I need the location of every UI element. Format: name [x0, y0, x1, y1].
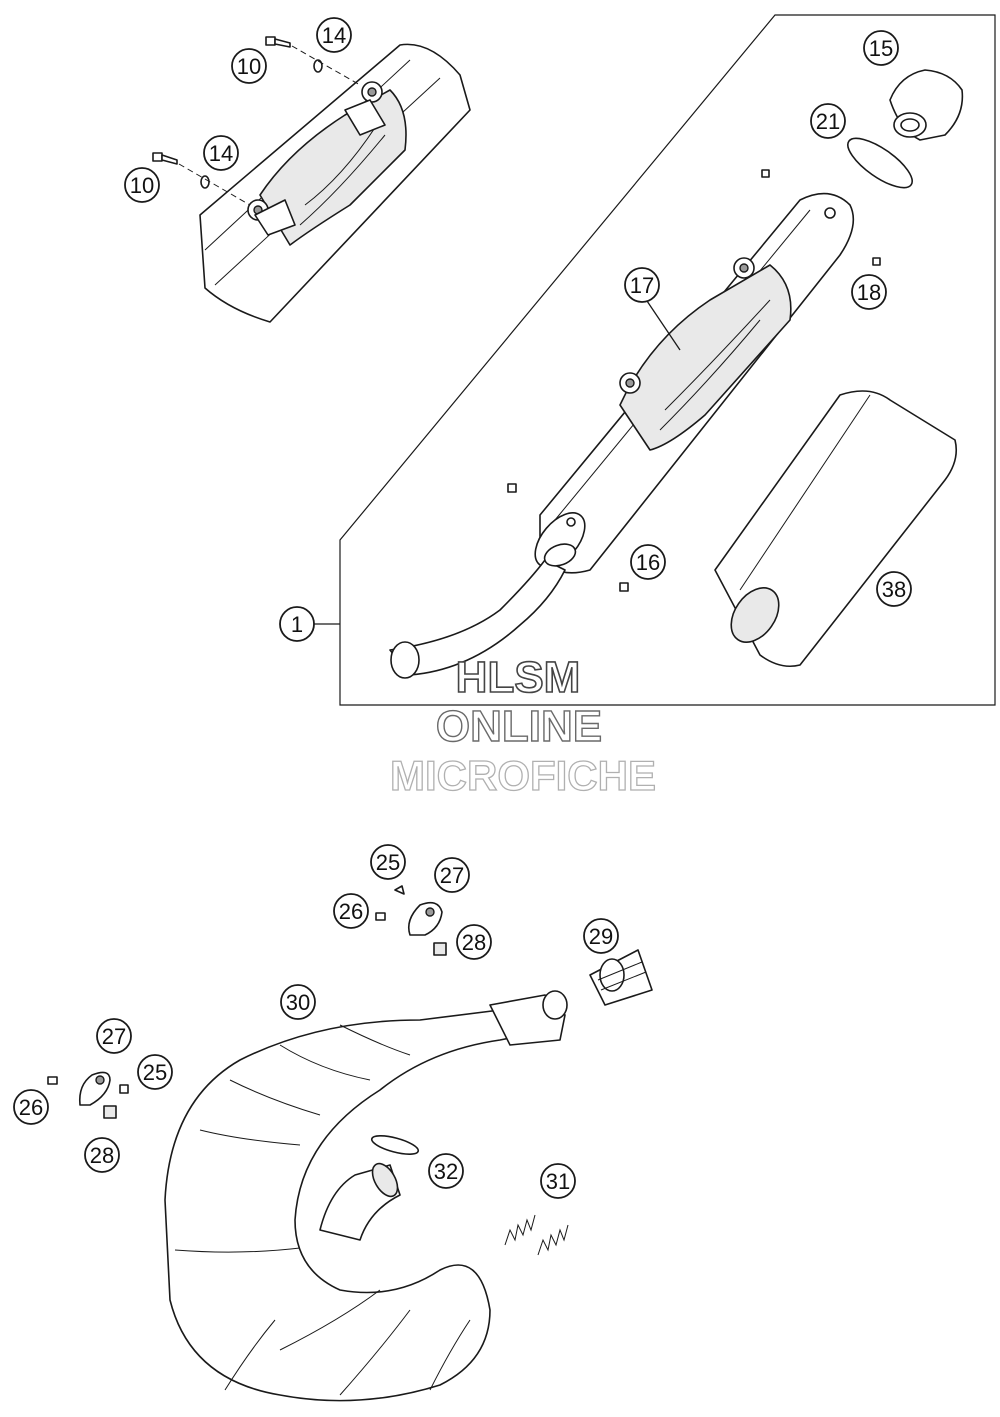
rubber-sleeve-29	[589, 949, 653, 1006]
svg-text:28: 28	[90, 1143, 114, 1168]
svg-text:25: 25	[376, 850, 400, 875]
svg-text:38: 38	[882, 577, 906, 602]
svg-text:14: 14	[209, 141, 233, 166]
watermark-line-1: HLSM	[456, 653, 581, 702]
leader-17	[644, 297, 681, 351]
callout-27-upper: 27	[434, 857, 470, 893]
callout-25-lower: 25	[137, 1054, 173, 1090]
bolt-10-upper	[265, 36, 291, 48]
callout-25-upper: 25	[370, 844, 406, 880]
svg-text:21: 21	[816, 109, 840, 134]
callout-26-lower: 26	[13, 1089, 49, 1125]
svg-text:26: 26	[19, 1095, 43, 1120]
o-ring-21	[847, 137, 913, 189]
svg-text:25: 25	[143, 1060, 167, 1085]
callout-31: 31	[540, 1163, 576, 1199]
svg-text:18: 18	[857, 280, 881, 305]
callout-29: 29	[583, 918, 619, 954]
washer-14-upper	[313, 59, 323, 73]
exhaust-header-30	[164, 990, 568, 1402]
callout-18: 18	[851, 274, 887, 310]
callout-28-upper: 28	[456, 924, 492, 960]
callout-28-lower: 28	[84, 1137, 120, 1173]
springs-31	[504, 1214, 569, 1256]
callout-32: 32	[428, 1153, 464, 1189]
svg-text:14: 14	[322, 23, 346, 48]
silencer-assembly-frame	[339, 14, 996, 706]
callout-17: 17	[624, 267, 660, 303]
svg-text:1: 1	[291, 612, 303, 637]
header-bracket-upper	[375, 885, 447, 956]
end-cap-15	[889, 69, 964, 141]
svg-text:28: 28	[462, 930, 486, 955]
rivet-18	[761, 169, 881, 266]
header-bracket-lower	[47, 1071, 129, 1119]
watermark: HLSM ONLINE MICROFICHE	[389, 652, 656, 799]
bolt-10-lower	[152, 152, 178, 165]
svg-text:10: 10	[130, 173, 154, 198]
svg-text:10: 10	[237, 54, 261, 79]
svg-text:17: 17	[630, 273, 654, 298]
svg-text:27: 27	[102, 1024, 126, 1049]
svg-text:15: 15	[869, 36, 893, 61]
callout-10-lower: 10	[124, 167, 160, 203]
screw-16	[507, 483, 629, 592]
silencer-inlet-pipe	[389, 543, 577, 679]
svg-text:29: 29	[589, 924, 613, 949]
svg-text:16: 16	[636, 550, 660, 575]
callout-14-lower: 14	[203, 135, 239, 171]
svg-text:30: 30	[286, 990, 310, 1015]
callout-1: 1	[279, 606, 315, 642]
callout-16: 16	[630, 544, 666, 580]
callout-30: 30	[280, 984, 316, 1020]
callout-10-upper: 10	[231, 48, 267, 84]
svg-text:32: 32	[434, 1159, 458, 1184]
callout-27-lower: 27	[96, 1018, 132, 1054]
callout-14-upper: 14	[316, 17, 352, 53]
watermark-line-2: ONLINE	[436, 702, 602, 751]
svg-text:27: 27	[440, 863, 464, 888]
callout-38: 38	[876, 571, 912, 607]
watermark-line-3: MICROFICHE	[390, 752, 656, 799]
callout-26-upper: 26	[333, 893, 369, 929]
washer-14-lower	[200, 175, 210, 189]
callout-15: 15	[863, 30, 899, 66]
svg-text:26: 26	[339, 899, 363, 924]
silencer-mount-detail	[199, 43, 471, 323]
gasket-32	[370, 1135, 420, 1155]
callout-21: 21	[810, 103, 846, 139]
svg-text:31: 31	[546, 1169, 570, 1194]
heat-shield-38	[714, 390, 958, 668]
